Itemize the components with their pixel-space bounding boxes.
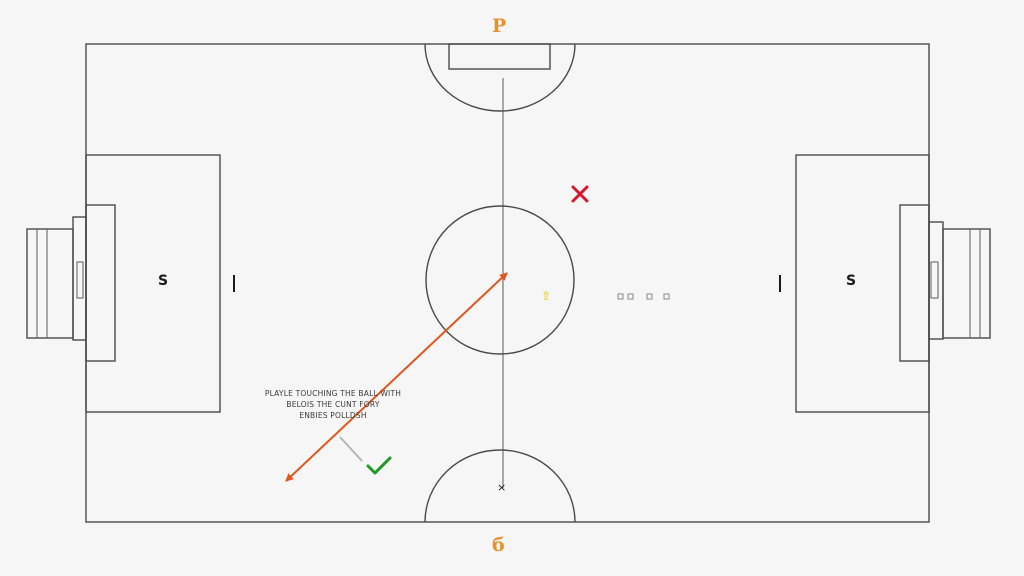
right-penalty-area <box>795 154 930 413</box>
marker-square <box>646 293 653 300</box>
cross-icon <box>571 185 589 203</box>
note-line: PLAYLE TOUCHING THE BALL WITH <box>264 389 402 398</box>
top-goal-label: P <box>492 15 507 37</box>
note-line: BELOIS THE CUNT FORY <box>286 400 380 409</box>
left-goal-area <box>85 204 116 362</box>
left-penalty-area <box>85 154 221 413</box>
marker-square <box>627 293 634 300</box>
right-side-label: S <box>846 273 857 289</box>
left-goal <box>72 216 87 341</box>
top-box <box>448 43 551 70</box>
marker-square <box>617 293 624 300</box>
right-tick-mark <box>779 275 781 292</box>
note-line: ENBIES POLLDSH <box>299 411 367 420</box>
right-goal-net <box>942 228 991 339</box>
center-spot: × <box>497 481 507 494</box>
annotation-note: PLAYLE TOUCHING THE BALL WITH BELOIS THE… <box>238 388 428 421</box>
left-goal-post <box>76 261 84 299</box>
left-goal-net <box>26 228 74 339</box>
double-arrow-icon <box>285 272 508 482</box>
right-goal-area <box>899 204 930 362</box>
check-icon <box>366 456 392 475</box>
bottom-goal-label: б <box>492 534 505 556</box>
right-goal-post <box>930 261 939 299</box>
left-tick-mark <box>233 275 235 292</box>
marker-square <box>663 293 670 300</box>
top-arc <box>424 43 576 112</box>
left-side-label: S <box>158 273 169 289</box>
note-pointer <box>339 436 363 462</box>
ball-marker-icon: ⇧ <box>541 289 552 303</box>
